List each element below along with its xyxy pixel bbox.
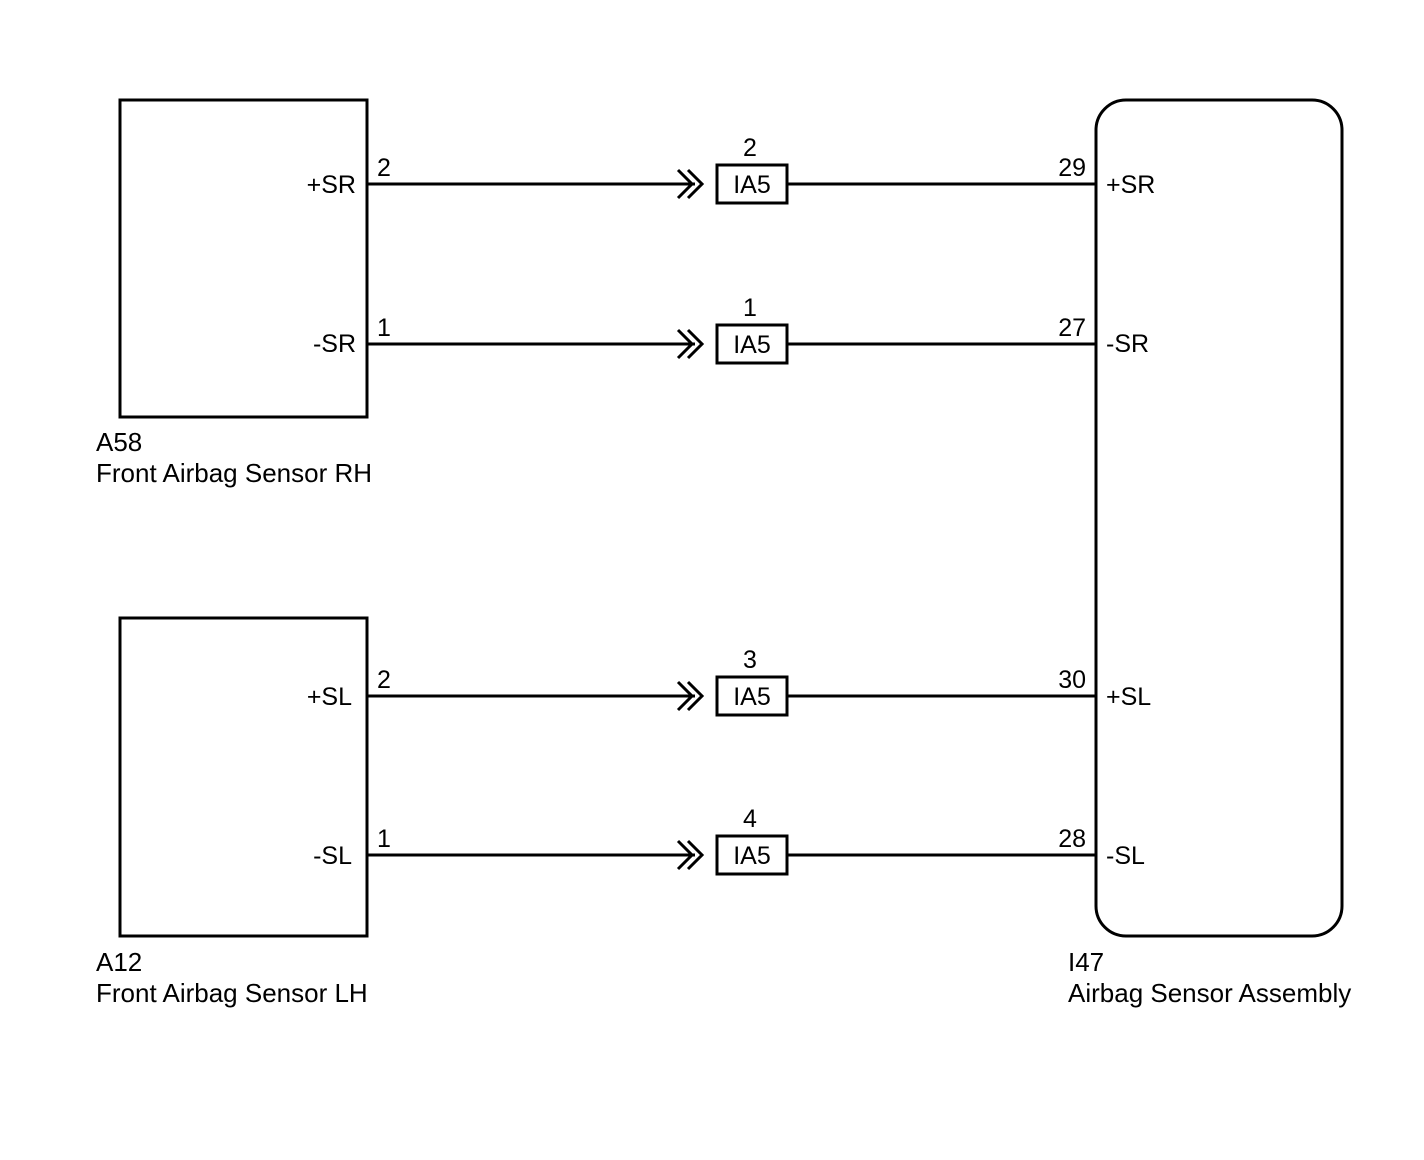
circuit-minus-sr: -SR 1 IA5 1 27 -SR <box>313 294 1149 365</box>
assembly-box <box>1094 98 1344 938</box>
assembly-name: Airbag Sensor Assembly <box>1068 978 1351 1008</box>
connector-chevron <box>676 328 695 360</box>
assembly-signal-label: -SR <box>1106 330 1149 358</box>
connector-label: IA5 <box>733 683 771 711</box>
connector-pin-number: 4 <box>743 805 757 833</box>
assembly-pin-number: 27 <box>1058 314 1086 342</box>
sensor-signal-label: -SR <box>313 330 356 358</box>
assembly-signal-label: +SR <box>1106 171 1155 199</box>
connector-pin-number: 3 <box>743 646 757 674</box>
assembly-code: I47 <box>1068 947 1104 977</box>
sensor-pin-number: 1 <box>377 825 391 853</box>
connector-chevron <box>686 168 705 200</box>
connector-label: IA5 <box>733 842 771 870</box>
connector-chevron <box>676 680 695 712</box>
sensor-pin-number: 2 <box>377 666 391 694</box>
sensor-signal-label: -SL <box>313 842 352 870</box>
assembly-pin-number: 29 <box>1058 154 1086 182</box>
rh-sensor-code: A58 <box>96 427 142 457</box>
connector-label: IA5 <box>733 331 771 359</box>
connector-chevron <box>676 839 695 871</box>
assembly-pin-number: 28 <box>1058 825 1086 853</box>
rh-sensor-name: Front Airbag Sensor RH <box>96 458 372 488</box>
sensor-signal-label: +SL <box>307 683 352 711</box>
sensor-pin-number: 1 <box>377 314 391 342</box>
lh-sensor-name: Front Airbag Sensor LH <box>96 978 368 1008</box>
circuit-plus-sl: +SL 2 IA5 3 30 +SL <box>307 646 1151 717</box>
sensor-pin-number: 2 <box>377 154 391 182</box>
circuit-minus-sl: -SL 1 IA5 4 28 -SL <box>313 805 1145 876</box>
assembly-pin-number: 30 <box>1058 666 1086 694</box>
rh-sensor-box <box>118 98 369 419</box>
connector-chevron <box>686 680 705 712</box>
circuit-plus-sr: +SR 2 IA5 2 29 +SR <box>307 134 1155 205</box>
assembly-signal-label: -SL <box>1106 842 1145 870</box>
lh-sensor-box <box>118 616 369 938</box>
connector-chevron <box>686 328 705 360</box>
connector-chevron <box>686 839 705 871</box>
connector-label: IA5 <box>733 171 771 199</box>
sensor-signal-label: +SR <box>307 171 356 199</box>
connector-chevron <box>676 168 695 200</box>
lh-sensor-code: A12 <box>96 947 142 977</box>
assembly-signal-label: +SL <box>1106 683 1151 711</box>
connector-pin-number: 1 <box>743 294 757 322</box>
connector-pin-number: 2 <box>743 134 757 162</box>
